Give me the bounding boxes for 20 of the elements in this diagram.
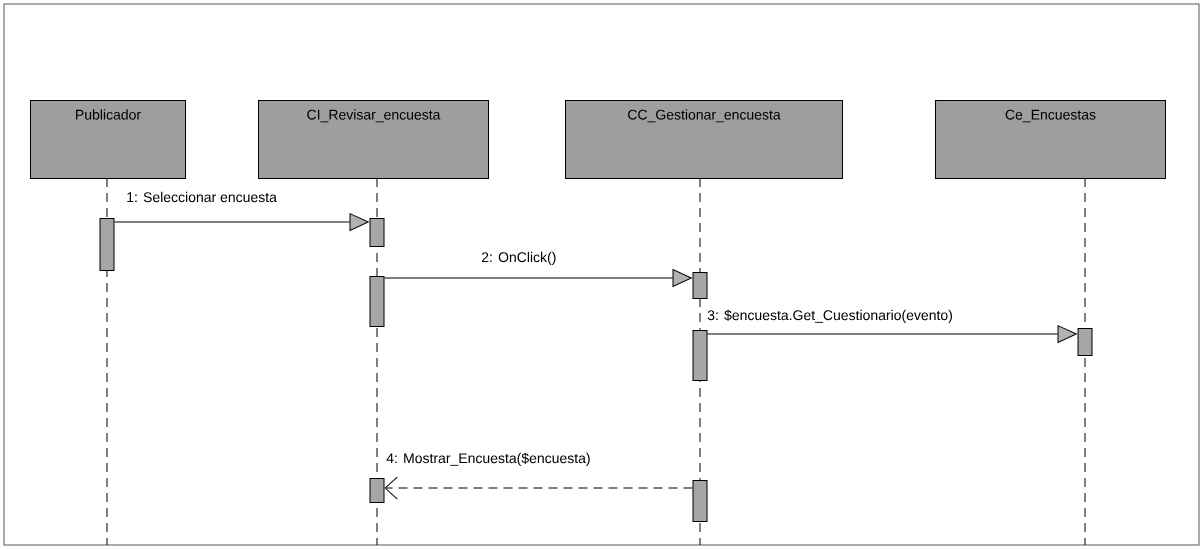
- activation-bar: [369, 218, 385, 247]
- lifeline-header: Publicador: [30, 100, 186, 179]
- activation-bar: [692, 480, 708, 522]
- activation-bar: [692, 330, 708, 381]
- activation-bar: [692, 272, 708, 299]
- message-label: 3: $encuesta.Get_Cuestionario(evento): [706, 308, 954, 324]
- message-arrow: [384, 269, 692, 287]
- message-arrow: [384, 476, 693, 500]
- lifeline-header: Ce_Encuestas: [935, 100, 1166, 179]
- lifeline-header: CI_Revisar_encuesta: [258, 100, 489, 179]
- lifeline-header: CC_Gestionar_encuesta: [565, 100, 843, 179]
- activation-bar: [1077, 328, 1093, 356]
- message-label: 4: Mostrar_Encuesta($encuesta): [385, 451, 592, 467]
- activation-bar: [99, 218, 115, 271]
- activation-bar: [369, 478, 385, 503]
- message-arrow: [114, 213, 369, 231]
- message-label: 2: OnClick(): [480, 250, 558, 266]
- activation-bar: [369, 276, 385, 327]
- message-label: 1: Seleccionar encuesta: [125, 190, 278, 204]
- message-arrow: [707, 325, 1077, 343]
